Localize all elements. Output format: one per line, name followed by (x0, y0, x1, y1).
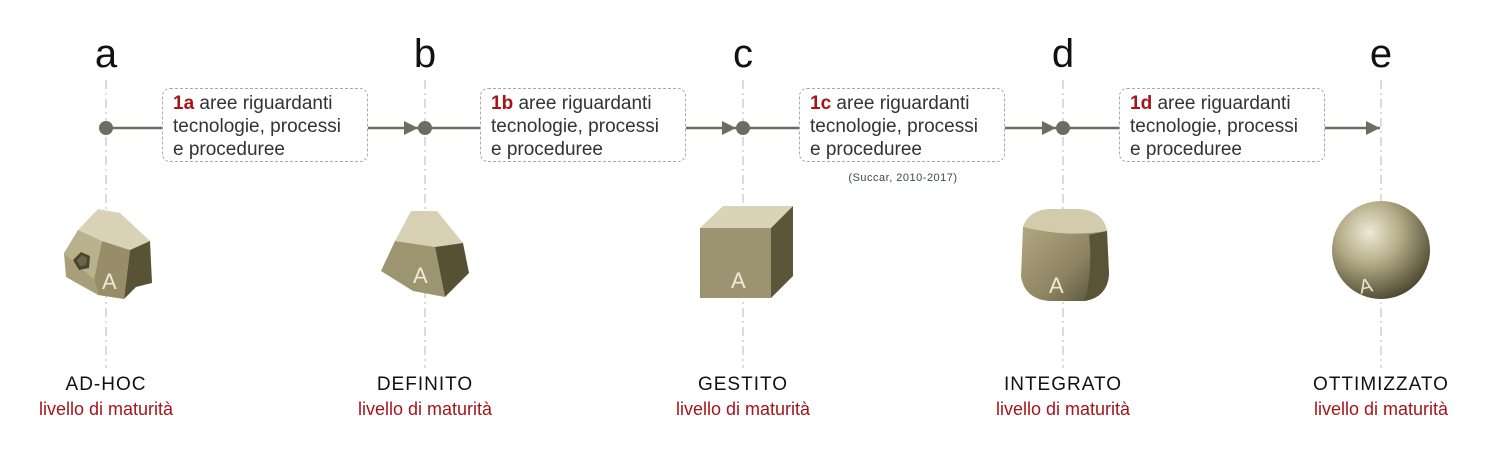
transition-line: e proceduree (810, 139, 922, 160)
transition-box-1c: 1c aree riguardanti tecnologie, processi… (799, 88, 1005, 162)
hollow-polyhedron-shape: A (64, 209, 152, 299)
stage-letter-c: c (733, 32, 753, 76)
shape-letter-d: A (1049, 273, 1064, 298)
level-name-e: OTTIMIZZATO (1313, 374, 1449, 395)
transition-line: aree riguardanti (1152, 93, 1291, 114)
level-name-a: AD-HOC (65, 374, 147, 395)
transition-line: tecnologie, processi (1130, 116, 1298, 137)
transition-line: aree riguardanti (831, 93, 970, 114)
timeline-dot-c (736, 121, 750, 135)
shape-letter-a: A (102, 269, 117, 294)
transition-line: e proceduree (173, 139, 285, 160)
stage-letter-b: b (413, 32, 437, 76)
timeline-dot-b (418, 121, 432, 135)
transition-code: 1a (173, 93, 195, 114)
transition-code: 1c (810, 93, 832, 114)
level-sublabel-b: livello di maturità (357, 399, 493, 419)
transition-line: aree riguardanti (194, 93, 333, 114)
shape-letter-b: A (413, 263, 428, 288)
shape-letter-c: A (731, 268, 746, 293)
cube-shape: A (700, 206, 793, 298)
rounded-cube-shape: A (1021, 209, 1109, 301)
level-sublabel-c: livello di maturità (675, 399, 811, 419)
timeline-dot-d (1056, 121, 1070, 135)
transition-line: aree riguardanti (513, 93, 652, 114)
level-sublabel-d: livello di maturità (995, 399, 1131, 419)
transition-line: e proceduree (491, 139, 603, 160)
stage-letter-e: e (1369, 32, 1393, 76)
sphere-shape: A (1332, 201, 1430, 299)
timeline-dot-a (99, 121, 113, 135)
transition-box-1b: 1b aree riguardanti tecnologie, processi… (480, 88, 686, 162)
source-citation: (Succar, 2010-2017) (848, 172, 958, 184)
pentagonal-polyhedron-shape: A (381, 211, 469, 297)
level-name-c: GESTITO (697, 374, 789, 395)
transition-line: tecnologie, processi (491, 116, 659, 137)
level-name-b: DEFINITO (376, 374, 474, 395)
timeline-dots (99, 121, 1070, 135)
transition-box-1a: 1a aree riguardanti tecnologie, processi… (162, 88, 368, 162)
stage-letter-d: d (1051, 32, 1075, 76)
shape-letter-e: A (1357, 274, 1375, 298)
transition-code: 1b (491, 93, 514, 114)
transition-line: tecnologie, processi (810, 116, 978, 137)
level-sublabel-e: livello di maturità (1313, 399, 1449, 419)
transition-code: 1d (1130, 93, 1153, 114)
transition-line: e proceduree (1130, 139, 1242, 160)
transition-box-1d: 1d aree riguardanti tecnologie, processi… (1119, 88, 1325, 162)
level-name-d: INTEGRATO (1003, 374, 1123, 395)
stage-letter-a: a (94, 32, 118, 76)
level-sublabel-a: livello di maturità (38, 399, 174, 419)
transition-line: tecnologie, processi (173, 116, 341, 137)
